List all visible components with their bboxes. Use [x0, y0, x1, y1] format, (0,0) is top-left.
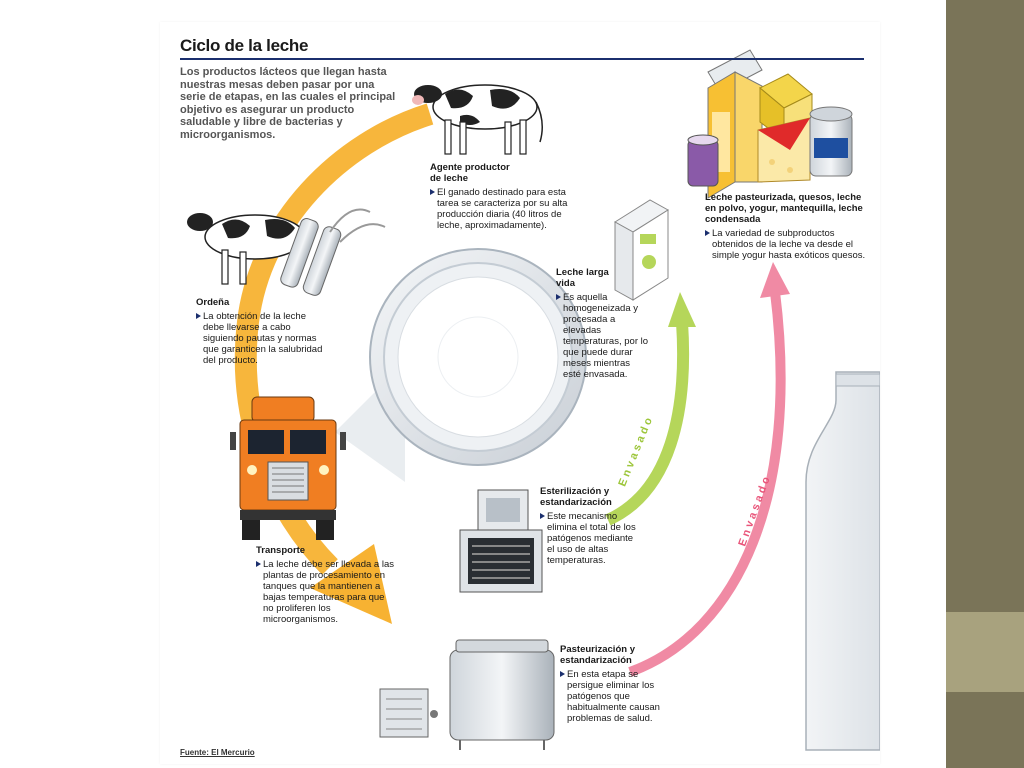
sidebar-accent-band [946, 612, 1024, 692]
stage-description: En esta etapa se persigue eliminar los p… [560, 669, 670, 724]
stage-description: Este mecanismo elimina el total de los p… [540, 511, 640, 566]
dairy-products-illustration [687, 49, 853, 199]
stage-agente: Agente productor de leche El ganado dest… [430, 162, 580, 231]
stage-heading: Ordeña [196, 297, 230, 308]
milk-bottle-illustration [805, 371, 880, 751]
source-credit: Fuente: El Mercurio [180, 748, 255, 757]
stage-description: La obtención de la leche debe llevarse a… [196, 311, 328, 366]
stage-pasteurizacion: Pasteurización y estandarización En esta… [560, 644, 670, 724]
cow-illustration-top [412, 84, 543, 155]
milk-carton-illustration [614, 199, 669, 301]
stage-transporte: Transporte La leche debe ser llevada a l… [256, 545, 396, 625]
intro-paragraph: Los productos lácteos que llegan hasta n… [180, 66, 396, 141]
stage-heading: Agente productor de leche [430, 162, 510, 184]
cow-milking-illustration [187, 208, 386, 296]
slide-sidebar [946, 0, 1024, 768]
infographic-milk-cycle: Ciclo de la leche Los productos lácteos … [160, 22, 880, 764]
stage-heading: Esterilización y estandarización [540, 486, 612, 508]
pasteurization-tank-illustration [379, 639, 555, 750]
page-title: Ciclo de la leche [180, 36, 309, 55]
milk-plate-illustration [335, 248, 587, 482]
stage-productos: Leche pasteurizada, quesos, leche en pol… [705, 192, 870, 261]
stage-esterilizacion: Esterilización y estandarización Este me… [540, 486, 640, 566]
sterilization-machine-illustration [459, 489, 543, 593]
stage-larga-vida: Leche larga vida Es aquella homogeneizad… [556, 267, 650, 380]
stage-heading: Leche pasteurizada, quesos, leche en pol… [705, 192, 863, 225]
diagram-artwork [187, 49, 880, 751]
stage-ordena: Ordeña La obtención de la leche debe lle… [196, 297, 328, 366]
stage-description: La variedad de subproductos obtenidos de… [705, 228, 870, 261]
pink-envasado-arrow [628, 262, 790, 677]
stage-heading: Pasteurización y estandarización [560, 644, 635, 666]
truck-illustration [230, 396, 346, 540]
stage-description: El ganado destinado para esta tarea se c… [430, 187, 580, 231]
stage-description: La leche debe ser llevada a las plantas … [256, 559, 396, 625]
stage-heading: Transporte [256, 545, 306, 556]
stage-heading: Leche larga vida [556, 267, 609, 289]
title-divider [180, 58, 864, 60]
green-envasado-arrow [605, 292, 696, 526]
stage-description: Es aquella homogeneizada y procesada a e… [556, 292, 650, 380]
